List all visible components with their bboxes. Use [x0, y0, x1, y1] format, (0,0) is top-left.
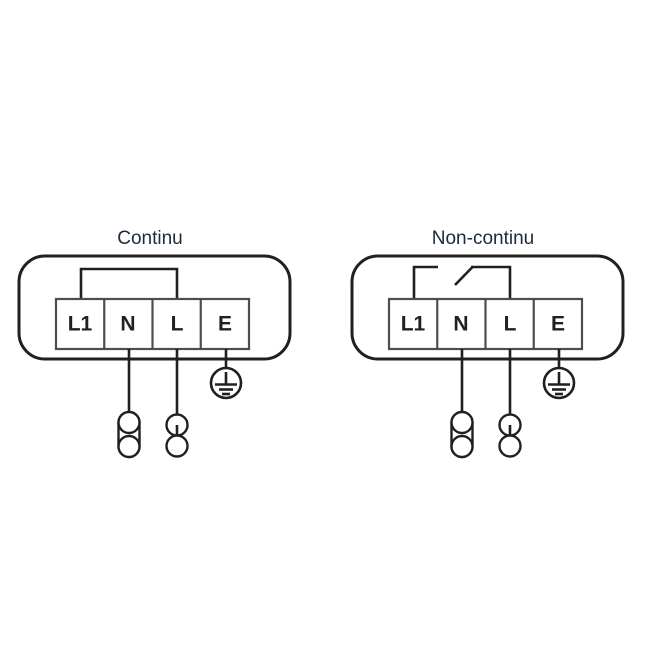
terminal-cell-dividers [103, 299, 202, 349]
connector-circles-live [498, 413, 522, 458]
earth-ground-icon [209, 366, 243, 400]
jumper-link-switch-left [412, 265, 438, 300]
earth-ground-icon [542, 366, 576, 400]
diagram-title-continu: Continu [117, 228, 183, 249]
terminal-label-l1: L1 [401, 313, 426, 336]
terminal-label-l: L [171, 313, 184, 336]
connector-circles-live [165, 413, 189, 458]
terminal-label-l: L [504, 313, 517, 336]
terminal-label-e: E [551, 313, 565, 336]
diagram-continu: Continu L1 N L E [17, 228, 292, 459]
diagram-title-non-continu: Non-continu [432, 228, 534, 249]
terminal-label-n: N [120, 313, 135, 336]
jumper-link-switch-right [471, 265, 512, 300]
jumper-link-solid [79, 267, 179, 300]
terminal-label-e: E [218, 313, 232, 336]
connector-capsule-neutral [117, 410, 141, 459]
terminal-cell-dividers [436, 299, 535, 349]
terminal-label-l1: L1 [68, 313, 93, 336]
diagram-non-continu: Non-continu L1 N L E [350, 228, 625, 459]
terminal-label-n: N [453, 313, 468, 336]
connector-capsule-neutral [450, 410, 474, 459]
switch-blade [454, 265, 474, 286]
